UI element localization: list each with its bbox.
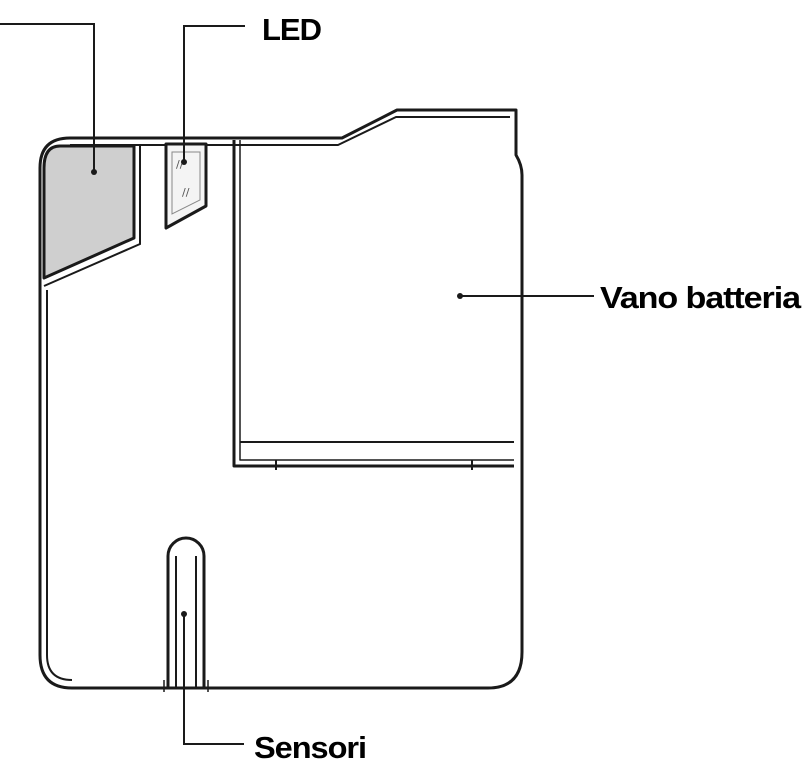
svg-text://: // [182,186,190,199]
battery-label: Vano batteria [600,280,802,315]
led-icon [164,142,208,230]
leader-sensors [183,614,244,745]
button-pad [42,144,141,287]
leader-led [183,25,245,162]
sensor-slot [163,536,209,692]
leader-lines [0,23,594,745]
button-icon [42,144,136,280]
leader-button [0,23,95,172]
svg-text://: // [176,158,184,171]
sensors-label: Sensori [254,730,366,765]
battery-compartment [232,140,514,470]
led-label: LED [262,12,322,47]
led-window: // // [164,142,208,230]
